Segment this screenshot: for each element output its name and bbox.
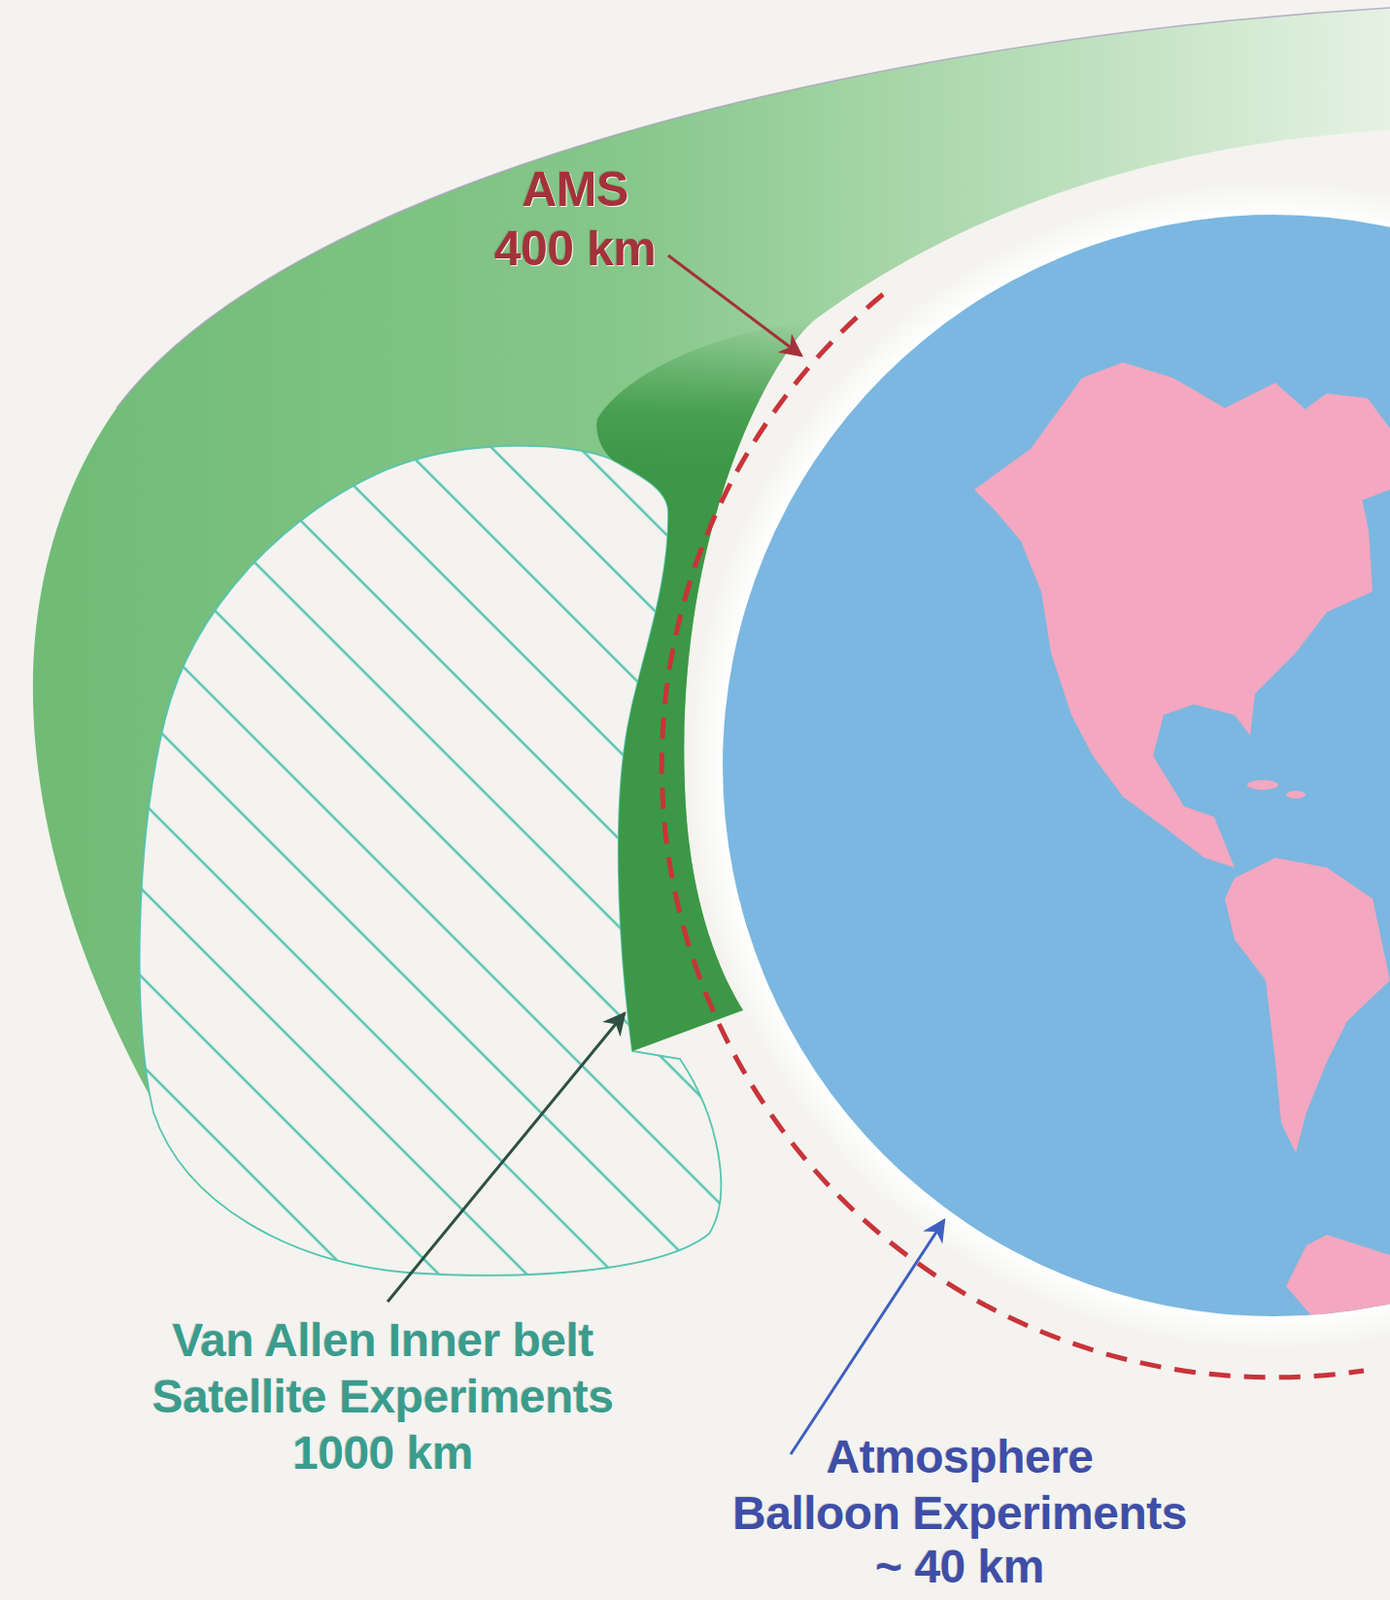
experiment-label: Satellite Experiments <box>151 1369 613 1424</box>
altitude-label: 400 km <box>494 221 657 278</box>
antarctica <box>1286 1234 1390 1322</box>
south-america <box>1224 857 1390 1153</box>
experiment-label: Balloon Experiments <box>732 1486 1187 1540</box>
altitude-label: 1000 km <box>292 1425 474 1480</box>
altitude-label: ~ 40 km <box>875 1539 1045 1594</box>
ams-orbit <box>661 294 1364 1378</box>
inner-belt-leader <box>387 1013 625 1302</box>
caribbean-island <box>1247 779 1279 790</box>
region-label: Atmosphere <box>825 1429 1093 1484</box>
atmosphere-glow <box>688 180 1390 1351</box>
caribbean-island <box>1286 790 1306 799</box>
earth-globe <box>722 214 1390 1317</box>
orbit-label: AMS <box>521 162 629 219</box>
greenland <box>1306 393 1390 510</box>
ams-leader <box>668 255 802 356</box>
atmosphere-leader <box>790 1220 945 1455</box>
continents <box>974 362 1390 1322</box>
region-label: Van Allen Inner belt <box>171 1313 594 1367</box>
